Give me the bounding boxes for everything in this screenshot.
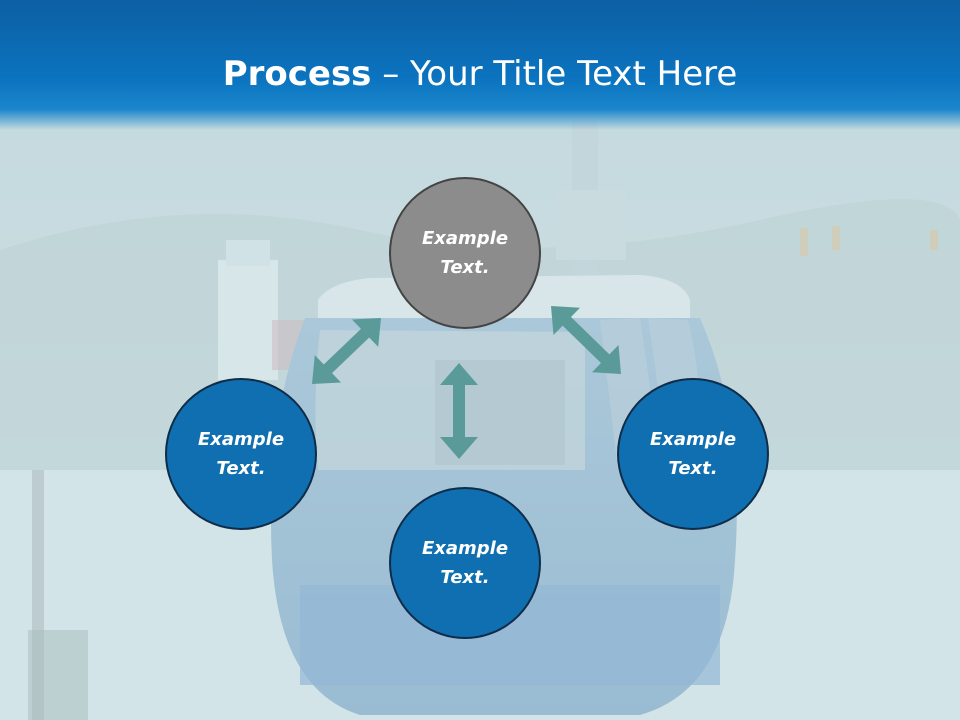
title-bar: [0, 0, 960, 130]
center-node-label: Example Text.: [421, 228, 509, 278]
title-rest-part: – Your Title Text Here: [371, 54, 738, 94]
bottom-node: Example Text.: [389, 487, 541, 639]
title-bold-part: Process: [222, 54, 372, 94]
right-node-label: Example Text.: [649, 429, 737, 479]
arrow-center-left: [312, 318, 381, 384]
arrow-group: [312, 306, 621, 459]
center-node: Example Text.: [389, 177, 541, 329]
arrow-center-right: [551, 306, 621, 374]
left-node: Example Text.: [165, 378, 317, 530]
right-node: Example Text.: [617, 378, 769, 530]
slide-title: Process – Your Title Text Here: [0, 52, 960, 96]
left-node-label: Example Text.: [197, 429, 285, 479]
bottom-node-label: Example Text.: [421, 538, 509, 588]
arrow-center-bottom: [440, 363, 478, 459]
